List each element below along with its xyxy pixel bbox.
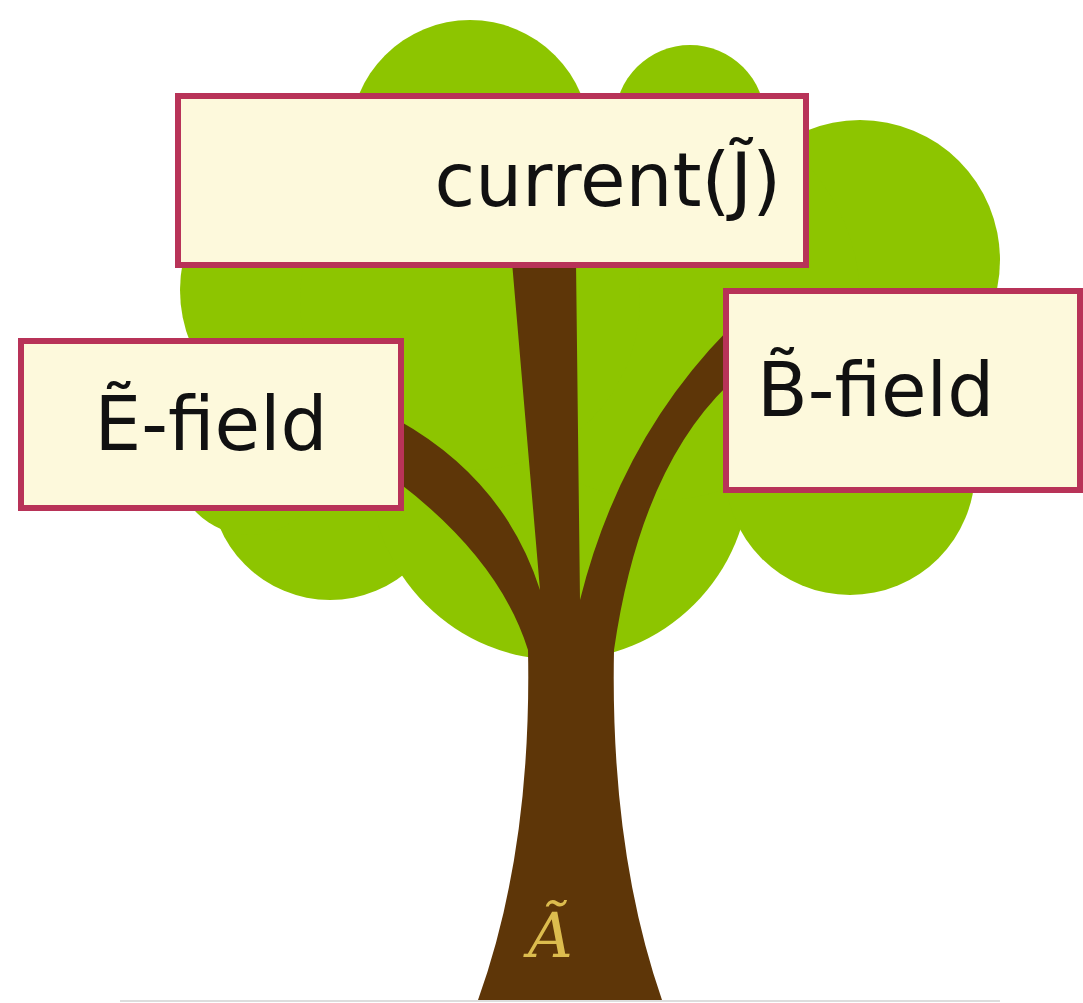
ground-line	[120, 1000, 1000, 1002]
field-label: Ẽ-field	[94, 382, 327, 467]
field-label: B̃-field	[757, 348, 994, 433]
label-box: Ẽ-field	[18, 338, 404, 511]
label-box: B̃-field	[723, 288, 1083, 493]
field-label: current(J̃)	[434, 138, 781, 223]
label-box: current(J̃)	[175, 93, 809, 268]
trunk-label: Ã	[528, 902, 573, 970]
tree-trunk	[398, 262, 728, 1000]
